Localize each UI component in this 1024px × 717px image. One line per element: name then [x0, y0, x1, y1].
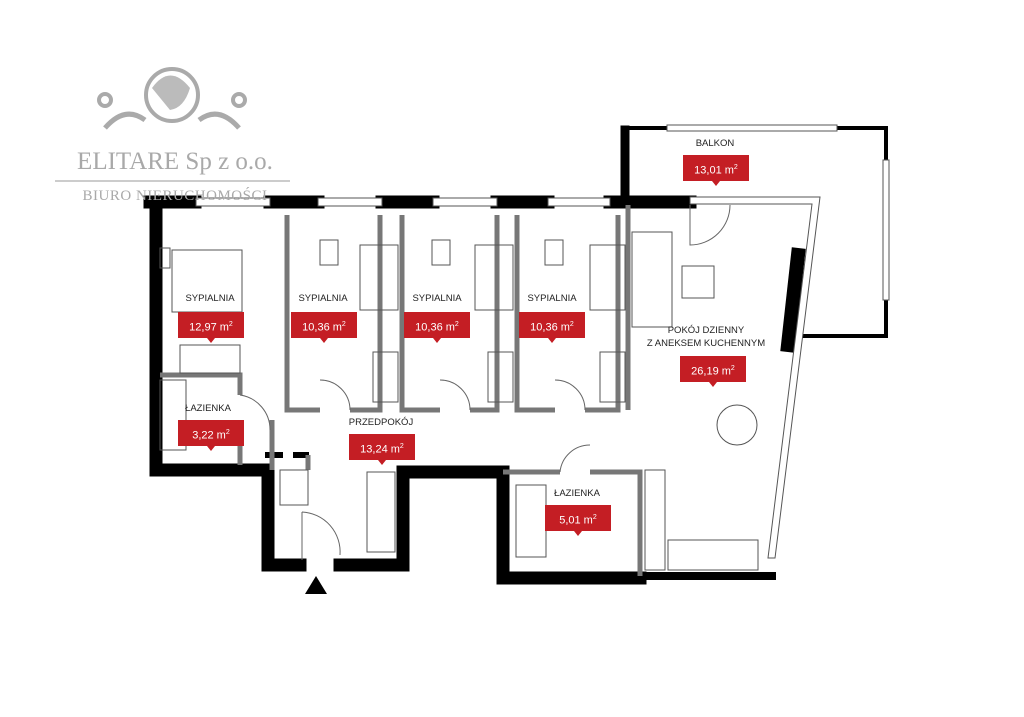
room-label: PRZEDPOKÓJ [348, 417, 414, 428]
room-label-line2: Z ANEKSEM KUCHENNYM [646, 338, 766, 349]
area-badge: 10,36 m2 [291, 312, 357, 343]
room-label: SYPIALNIA [412, 293, 462, 304]
entrance-arrow-icon [305, 576, 327, 594]
furniture [159, 231, 759, 571]
room-label: SYPIALNIA [298, 293, 348, 304]
area-badge: 5,01 m2 [545, 505, 611, 536]
company-subtitle: BIURO NIERUCHOMOŚCI [82, 188, 268, 204]
room-label: BALKON [695, 138, 735, 149]
area-badge: 10,36 m2 [519, 312, 585, 343]
room-label: ŁAZIENKA [554, 488, 600, 499]
partitions [160, 205, 643, 576]
lion-crest-icon [97, 67, 247, 130]
room-label: POKÓJ DZIENNY [667, 325, 745, 336]
area-badge: 3,22 m2 [178, 420, 244, 451]
door-swings [239, 204, 731, 560]
walls [143, 125, 806, 585]
company-name: ELITARE Sp z o.o. [77, 148, 273, 175]
area-badge: 13,01 m2 [683, 155, 749, 186]
room-label: SYPIALNIA [527, 293, 577, 304]
area-badge: 26,19 m2 [680, 356, 746, 387]
room-label: SYPIALNIA [185, 293, 235, 304]
area-badge: 13,24 m2 [349, 434, 415, 465]
area-badge: 10,36 m2 [404, 312, 470, 343]
windows [195, 124, 890, 559]
area-badge: 12,97 m2 [178, 312, 244, 343]
room-label: ŁAZIENKA [185, 403, 231, 414]
